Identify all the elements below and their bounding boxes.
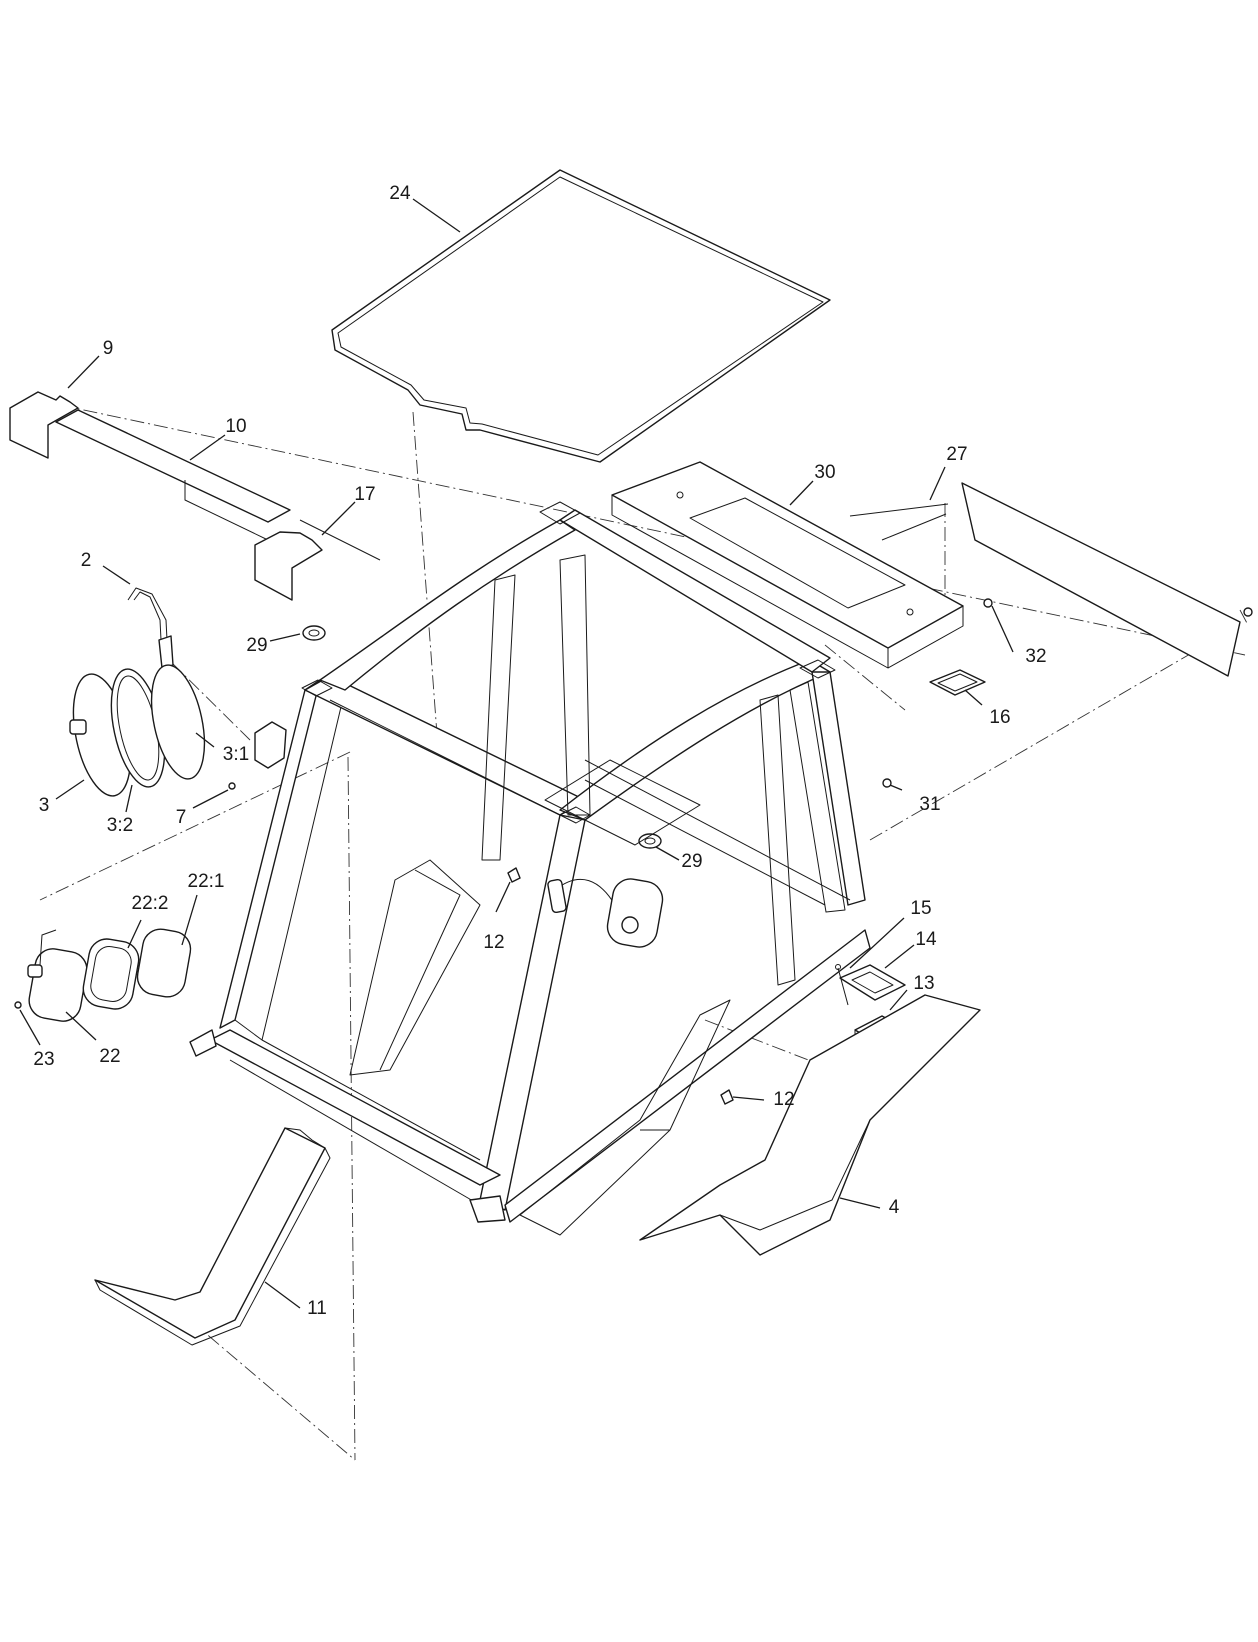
callout-29b: 29: [681, 851, 702, 872]
callout-7: 7: [176, 807, 187, 828]
plate-part-14: [839, 964, 906, 1001]
pin-part-15: [835, 964, 849, 1006]
washer-rear-part-29: [638, 833, 662, 849]
callout-22-1: 22:1: [188, 871, 225, 892]
callout-29a: 29: [246, 635, 267, 656]
leader-lines: [19, 198, 1014, 1309]
header-panel-right-part-17: [254, 531, 323, 601]
nut-part-12-upper: [507, 867, 521, 883]
floor-mat-left-part-11: [94, 1127, 331, 1346]
callout-22-2: 22:2: [132, 893, 169, 914]
callout-23: 23: [33, 1049, 54, 1070]
callout-31: 31: [919, 794, 940, 815]
alignment-lines: [39, 404, 1249, 1461]
screw-part-31: [882, 778, 892, 788]
header-strip-part-10: [55, 409, 291, 541]
callout-30: 30: [814, 462, 835, 483]
callout-12b: 12: [773, 1089, 794, 1110]
mirror-mounted-on-cab: [547, 878, 664, 948]
callout-9: 9: [103, 338, 114, 359]
callout-16: 16: [989, 707, 1010, 728]
side-trim-right: [961, 482, 1241, 677]
callout-4: 4: [889, 1197, 900, 1218]
nut-part-32: [983, 598, 993, 608]
callout-27: 27: [946, 444, 967, 465]
mirror-arm-part-2: [127, 587, 174, 669]
callout-24: 24: [389, 183, 411, 204]
cab-frame: [189, 501, 871, 1223]
roof-seal-part-24: [331, 169, 831, 463]
strips-part-27: [849, 503, 949, 541]
header-panel-left-part-9: [9, 391, 79, 459]
mirror-glass-part-3-1: [150, 664, 206, 780]
callout-13: 13: [913, 973, 934, 994]
callout-32: 32: [1025, 646, 1046, 667]
callout-11: 11: [307, 1298, 327, 1319]
washer-top-part-29: [302, 625, 326, 641]
mirror-glass-part-22-1: [136, 928, 192, 998]
screw-trim-end: [1243, 607, 1253, 617]
screw-part-7: [228, 782, 236, 790]
mirror-head-part-22: [27, 929, 88, 1022]
callout-labels: 24 9 10 17 2 29 3:1 3 3:2 7 30 27 32 16 …: [33, 183, 1046, 1319]
floor-mat-right-part-4: [519, 994, 981, 1256]
screw-part-23: [14, 1001, 22, 1009]
top-plate-part-30: [611, 461, 964, 669]
callout-14: 14: [915, 929, 937, 950]
callout-10: 10: [225, 416, 246, 437]
mirror-frame-part-22-2: [82, 938, 140, 1010]
callout-17: 17: [354, 484, 375, 505]
callout-15: 15: [910, 898, 931, 919]
nut-part-12-lower: [720, 1089, 734, 1105]
callout-3-1: 3:1: [223, 744, 249, 765]
callout-12a: 12: [483, 932, 504, 953]
callout-2: 2: [81, 550, 92, 571]
callout-3-2: 3:2: [107, 815, 133, 836]
callout-22: 22: [99, 1046, 120, 1067]
callout-3: 3: [39, 795, 50, 816]
grommet-part-16: [929, 669, 986, 696]
